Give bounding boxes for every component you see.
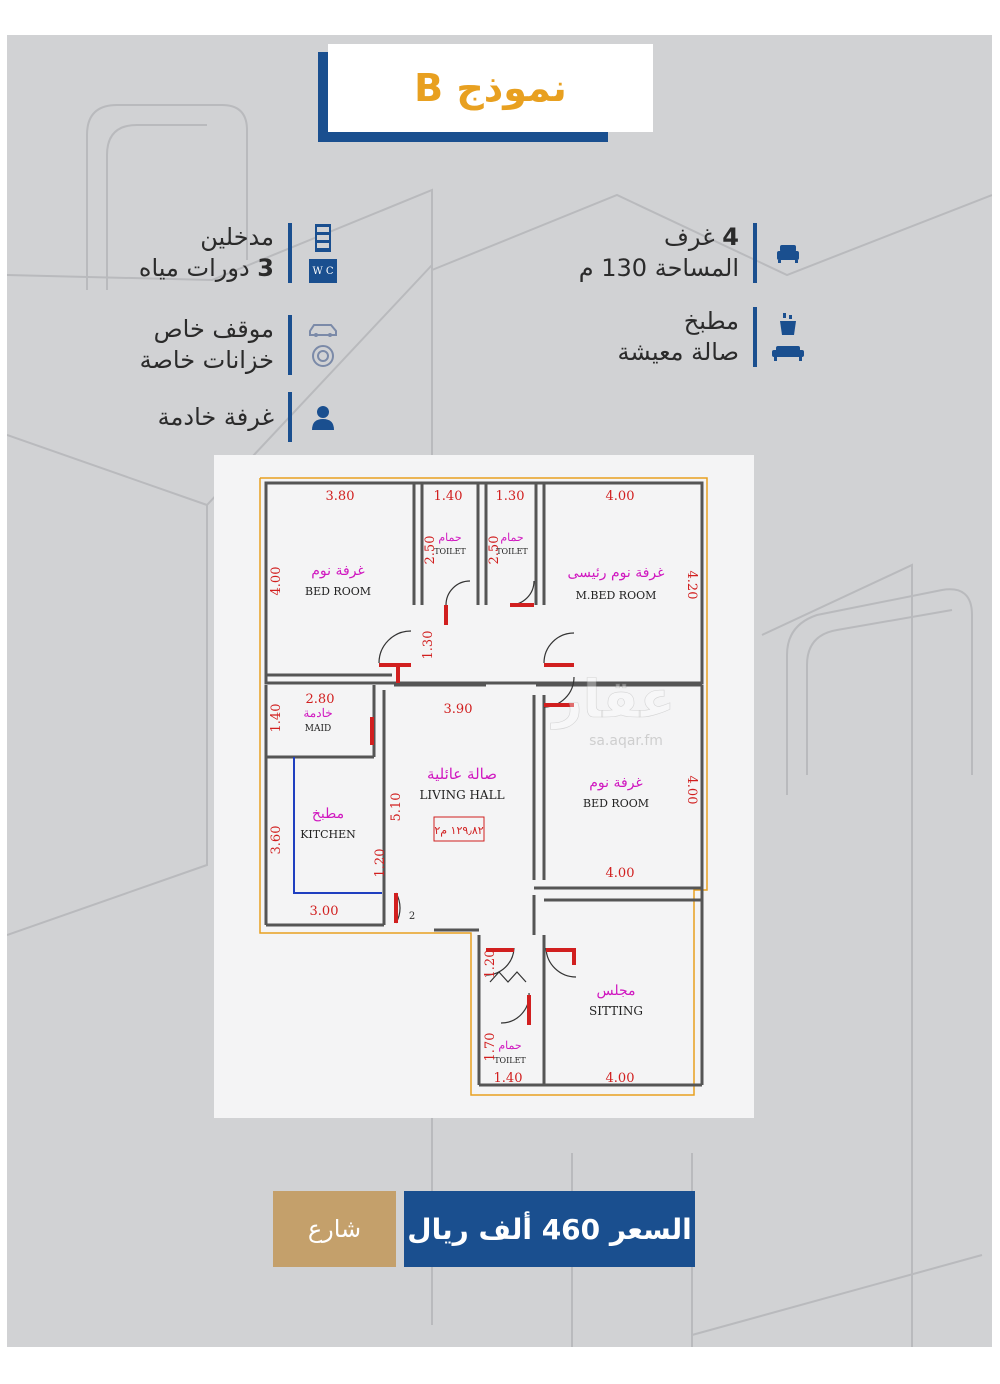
dimensions: 3.80 1.40 1.30 4.00 4.00 2.50 2.50 4.20 …: [269, 489, 699, 1086]
dim-kitchen-height: 3.60: [269, 826, 284, 855]
plan-outline: [259, 477, 708, 1096]
feature-divider: [753, 223, 757, 283]
feature-divider: [288, 315, 292, 375]
door-icon: [315, 224, 331, 252]
mbed-label-en: M.BED ROOM: [576, 589, 657, 602]
entrances-wc-text: مدخلين 3 دورات مياه: [139, 222, 274, 284]
dim-mbed-width: 4.00: [606, 489, 635, 504]
area-text: المساحة 130 م: [578, 254, 739, 282]
dim-toilet3-height: 1.70: [483, 1033, 498, 1062]
door-markers: [370, 603, 576, 1025]
feature-parking-tanks: موقف خاص خزانات خاصة: [100, 314, 340, 376]
rooms-label: غرف: [663, 223, 715, 251]
bed2-label-en: BED ROOM: [583, 797, 649, 810]
toilet1-label-ar: حمام: [438, 531, 461, 544]
car-icon: [309, 324, 337, 337]
dim-mbed-height: 4.20: [684, 571, 699, 600]
room-labels: غرفة نوم BED ROOM حمام TOILET حمام TOILE…: [300, 531, 664, 1065]
mbed-label-ar: غرفة نوم رئيسى: [568, 565, 665, 581]
rooms-area-text: 4 غرف المساحة 130 م: [579, 222, 739, 284]
dim-living-height: 5.10: [389, 793, 404, 822]
living-label-en: LIVING HALL: [419, 788, 504, 802]
wc-count: 3: [257, 254, 274, 282]
feature-kitchen-living: مطبخ صالة معيشة: [565, 306, 805, 368]
sofa-icon: [772, 346, 804, 361]
feature-maid: غرفة خادمة: [100, 392, 340, 442]
floor-plan-drawing: 3.80 1.40 1.30 4.00 4.00 2.50 2.50 4.20 …: [259, 477, 708, 1096]
floor-plan: 3.80 1.40 1.30 4.00 4.00 2.50 2.50 4.20 …: [214, 455, 754, 1118]
bed2-label-ar: غرفة نوم: [589, 775, 643, 791]
street-button[interactable]: شارع: [273, 1191, 396, 1267]
feature-divider: [753, 307, 757, 367]
plan-walls: [264, 481, 704, 1087]
living-label-ar: صالة عائلية: [427, 765, 497, 783]
feature-entrances-wc: مدخلين 3 دورات مياه W C: [100, 222, 340, 284]
model-title-card: نموذج B: [318, 44, 663, 144]
toilet2-label-ar: حمام: [500, 531, 523, 544]
dim-toilet3-width: 1.40: [494, 1071, 523, 1086]
rooms-count: 4: [722, 223, 739, 251]
dim-bed1-width: 3.80: [326, 489, 355, 504]
watermark-url: sa.aqar.fm: [589, 733, 663, 749]
dim-kitchen-width: 3.00: [310, 904, 339, 919]
toilet3-label-ar: حمام: [498, 1039, 521, 1052]
dim-maid-width: 2.80: [306, 692, 335, 707]
kitchen-icon: [780, 313, 796, 335]
dim-bed2-height: 4.00: [684, 776, 699, 805]
parking-tanks-text: موقف خاص خزانات خاصة: [140, 314, 274, 376]
person-icon: [312, 406, 334, 430]
dim-toilet1-width: 1.40: [434, 489, 463, 504]
price-button[interactable]: السعر 460 ألف ريال: [404, 1191, 695, 1267]
watermark: عقار sa.aqar.fm: [549, 670, 675, 749]
dim-living-width: 3.90: [444, 702, 473, 717]
kitchen-living-text: مطبخ صالة معيشة: [618, 306, 739, 368]
sitting-label-ar: مجلس: [596, 983, 635, 999]
dim-toilet2-height: 2.50: [487, 536, 502, 565]
wc-label: دورات مياه: [138, 254, 250, 282]
dim-maid-height: 1.40: [269, 704, 284, 733]
toilet2-label-en: TOILET: [496, 547, 528, 556]
dim-toilet2-width: 1.30: [496, 489, 525, 504]
bed1-label-ar: غرفة نوم: [311, 563, 365, 579]
toilet1-label-en: TOILET: [434, 547, 466, 556]
parking-text: موقف خاص: [153, 315, 274, 343]
tank-icon: [312, 345, 334, 367]
maid-text: غرفة خادمة: [157, 402, 274, 431]
dim-corridor: 1.30: [421, 631, 436, 660]
title-box: نموذج B: [328, 44, 653, 132]
maid-label-ar: خادمة: [303, 706, 332, 720]
entrances-text: مدخلين: [200, 223, 274, 251]
living-text: صالة معيشة: [617, 338, 739, 366]
toilet3-label-en: TOILET: [494, 1056, 526, 1065]
door-number: 2: [409, 911, 415, 922]
model-title: نموذج B: [414, 66, 567, 110]
living-area: ١٢٩٫٨٢ م٢: [434, 824, 483, 837]
sitting-label-en: SITTING: [589, 1004, 643, 1018]
kitchen-label-ar: مطبخ: [312, 806, 344, 822]
kitchen-text: مطبخ: [683, 307, 739, 335]
dim-bed2-width: 4.00: [606, 866, 635, 881]
bed-icon: [777, 245, 799, 263]
watermark-logo: عقار: [550, 670, 675, 730]
kitchen-label-en: KITCHEN: [300, 828, 356, 841]
wc-icon: W C: [309, 259, 337, 283]
dim-bed1-height: 4.00: [269, 567, 284, 596]
dim-kitchen-opening: 1.20: [373, 849, 388, 878]
tanks-text: خزانات خاصة: [139, 346, 274, 374]
kitchen-counter: [293, 757, 382, 894]
living-area-box: [433, 816, 485, 842]
feature-rooms-area: 4 غرف المساحة 130 م: [565, 222, 805, 284]
bed1-label-en: BED ROOM: [305, 585, 371, 598]
dim-sitting-width: 4.00: [606, 1071, 635, 1086]
feature-divider: [288, 223, 292, 283]
feature-divider: [288, 392, 292, 442]
maid-label-en: MAID: [305, 724, 332, 734]
dim-entry-height: 1.20: [483, 950, 498, 979]
dim-toilet1-height: 2.50: [423, 536, 438, 565]
